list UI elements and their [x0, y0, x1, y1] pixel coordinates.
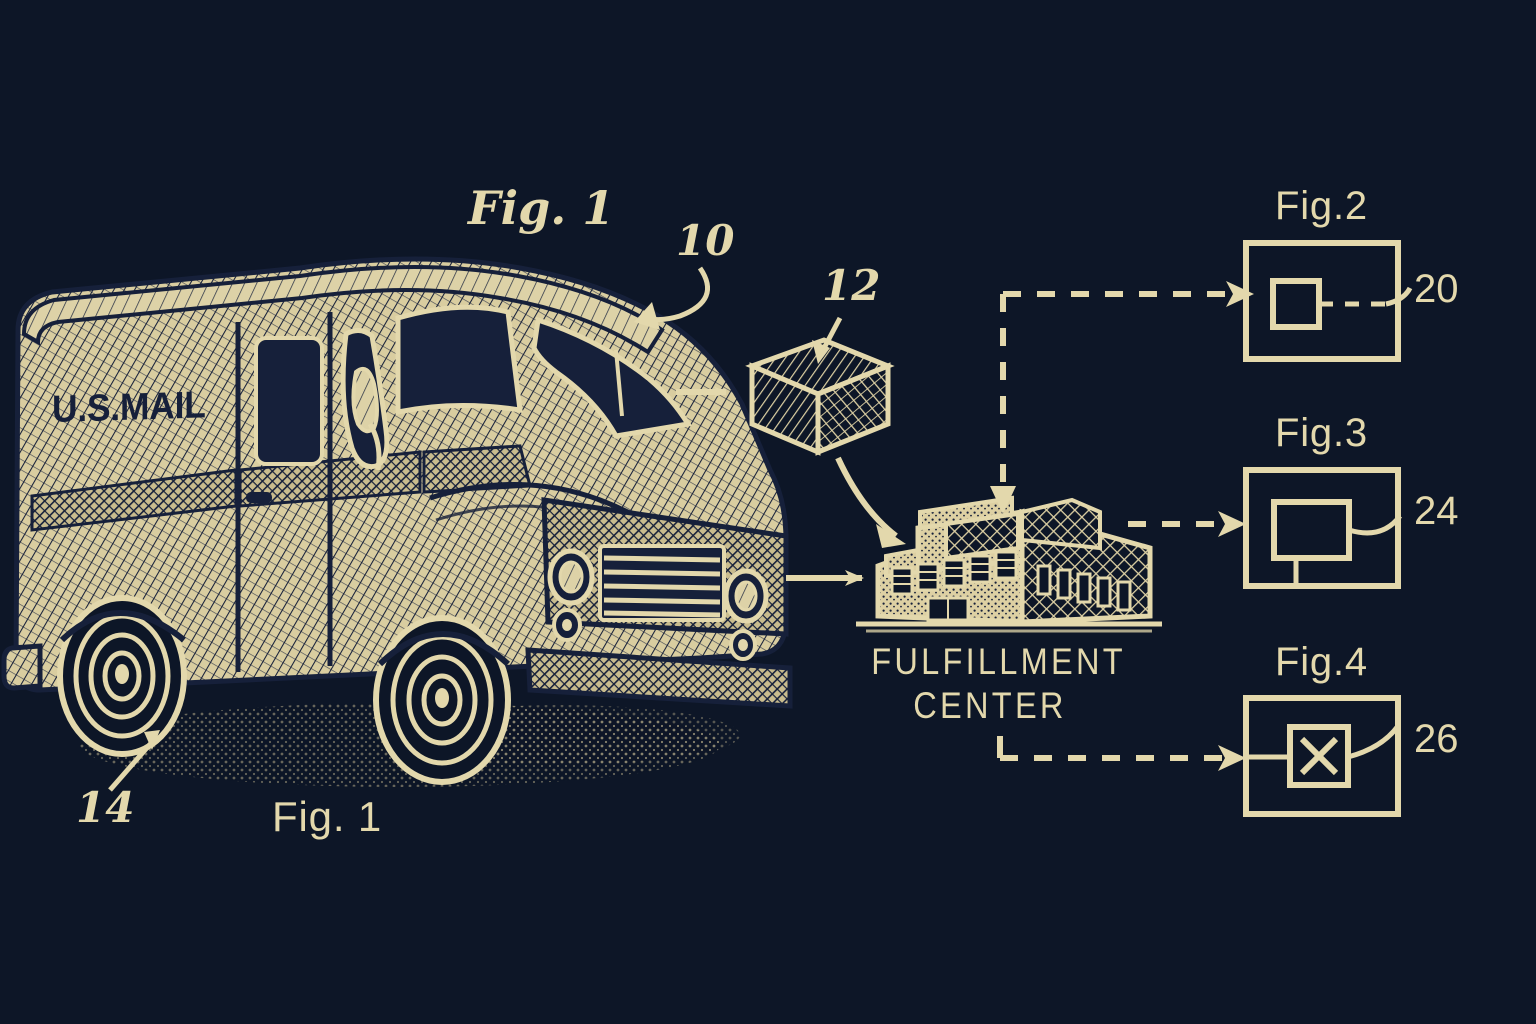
figure-4-caption: Fig.4	[1275, 640, 1368, 684]
connector-package-to-center	[835, 456, 906, 548]
figure-4-x-mark	[1299, 736, 1339, 776]
reference-numeral-24: 24	[1414, 489, 1459, 533]
truck-bumper	[525, 647, 793, 709]
truck-usmail-marking: U.S.MAIL	[52, 384, 206, 431]
figure-4-leader	[1347, 724, 1401, 760]
leader-line-12	[812, 316, 843, 364]
figure-1-caption-top: Fig. 1	[468, 181, 615, 235]
connector-center-to-figure-4	[997, 736, 1246, 771]
leader-line-10	[634, 266, 711, 330]
package-box	[745, 337, 895, 456]
fulfillment-center-line-2: CENTER	[913, 684, 1067, 726]
leader-line-14	[108, 730, 160, 792]
figure-2-caption: Fig.2	[1275, 184, 1368, 228]
figure-3-diagram	[1243, 467, 1402, 589]
reference-numeral-26: 26	[1414, 717, 1459, 761]
figure-3-caption: Fig.3	[1275, 411, 1368, 455]
building-windows	[890, 550, 1018, 596]
truck-side-mirror	[340, 328, 390, 471]
figure-4-diagram	[1243, 695, 1401, 817]
figure-3-leader	[1348, 514, 1402, 536]
truck-body	[1, 256, 793, 709]
fulfillment-center-label: FULFILLMENT CENTER	[871, 640, 1126, 727]
truck-front-wheel	[373, 615, 511, 785]
reference-numeral-12: 12	[822, 261, 881, 310]
truck-door-window	[254, 336, 324, 466]
reference-numeral-14: 14	[76, 783, 135, 832]
fulfillment-center-building	[856, 495, 1162, 633]
truck-cab-window	[395, 304, 523, 416]
delivery-truck	[1, 256, 793, 787]
connector-center-to-figure-2	[990, 281, 1254, 514]
truck-rear-wheel	[57, 595, 187, 757]
truck-front-face	[525, 497, 793, 709]
reference-numeral-10: 10	[676, 216, 735, 265]
figure-2-diagram	[1243, 240, 1413, 362]
reference-numeral-20: 20	[1414, 267, 1459, 311]
figure-3-outer-box	[1243, 467, 1401, 589]
figure-1-caption-bottom: Fig. 1	[272, 793, 383, 840]
fulfillment-center-line-1: FULFILLMENT	[871, 641, 1126, 682]
connector-center-to-figure-3	[1128, 511, 1246, 537]
truck-windshield	[531, 316, 693, 439]
